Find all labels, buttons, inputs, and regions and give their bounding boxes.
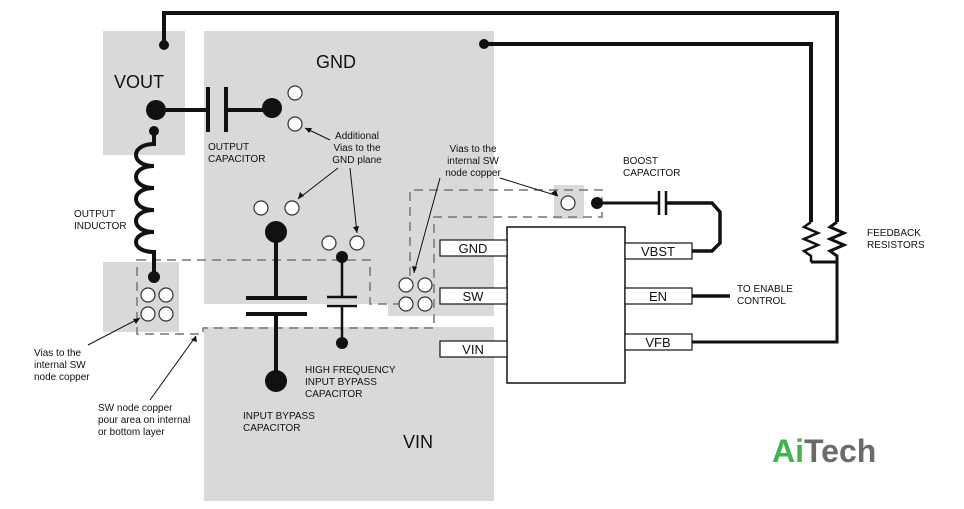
sw-via <box>158 287 174 303</box>
gnd-node <box>479 39 489 49</box>
pin-vin-label: VIN <box>462 342 484 357</box>
gnd-via <box>287 85 303 101</box>
pin-vbst-label: VBST <box>641 244 675 259</box>
inductor-sw-pad <box>148 271 160 283</box>
gnd-label: GND <box>316 52 356 72</box>
sw-node-copper-outline <box>136 189 603 335</box>
aitech-logo: AiTech <box>772 433 876 469</box>
hf-cap-vin-pad <box>336 337 348 349</box>
pin-gnd-label: GND <box>459 241 488 256</box>
leader-additional-vias <box>297 167 339 200</box>
vin-label: VIN <box>403 432 433 452</box>
leader-vias-sw-top <box>499 177 559 197</box>
pin-en-label: EN <box>649 289 667 304</box>
gnd-via <box>284 200 300 216</box>
feedback-resistor-right <box>692 220 848 344</box>
ic-body <box>506 226 626 384</box>
input-cap-vin-pad <box>265 370 287 392</box>
pin-vfb <box>624 333 693 351</box>
leader-vias-sw-left <box>87 317 141 346</box>
vout-feedback-trace <box>162 11 839 222</box>
sw-via <box>560 195 576 211</box>
sw-via <box>417 296 433 312</box>
leader-sw-copper <box>149 335 197 401</box>
sw-via <box>398 277 414 293</box>
sw-via <box>417 277 433 293</box>
leader-additional-vias <box>349 167 358 234</box>
gnd-feedback-trace <box>484 42 813 222</box>
vout-label: VOUT <box>114 72 164 92</box>
pin-sw-label: SW <box>463 289 485 304</box>
sw-via <box>140 287 156 303</box>
pin-gnd <box>439 239 508 257</box>
gnd-via <box>349 235 365 251</box>
leader-vias-sw-top <box>413 177 441 274</box>
pin-vfb-label: VFB <box>645 335 670 350</box>
sw-via <box>140 306 156 322</box>
gnd-via <box>321 235 337 251</box>
feedback-resistor-left <box>800 220 822 262</box>
pin-sw <box>439 287 508 305</box>
boost-trace <box>666 201 722 253</box>
vout-plane <box>103 31 185 155</box>
output-inductor <box>134 131 156 276</box>
gnd-via <box>287 116 303 132</box>
logo-ai: Ai <box>772 433 804 469</box>
logo-tech: Tech <box>804 433 876 469</box>
sw-via <box>398 296 414 312</box>
sw-via <box>158 306 174 322</box>
pin-vin <box>439 340 508 358</box>
vout-node <box>159 40 169 50</box>
gnd-plane <box>204 31 494 304</box>
gnd-via <box>253 200 269 216</box>
out-cap-gnd-pad <box>262 98 282 118</box>
